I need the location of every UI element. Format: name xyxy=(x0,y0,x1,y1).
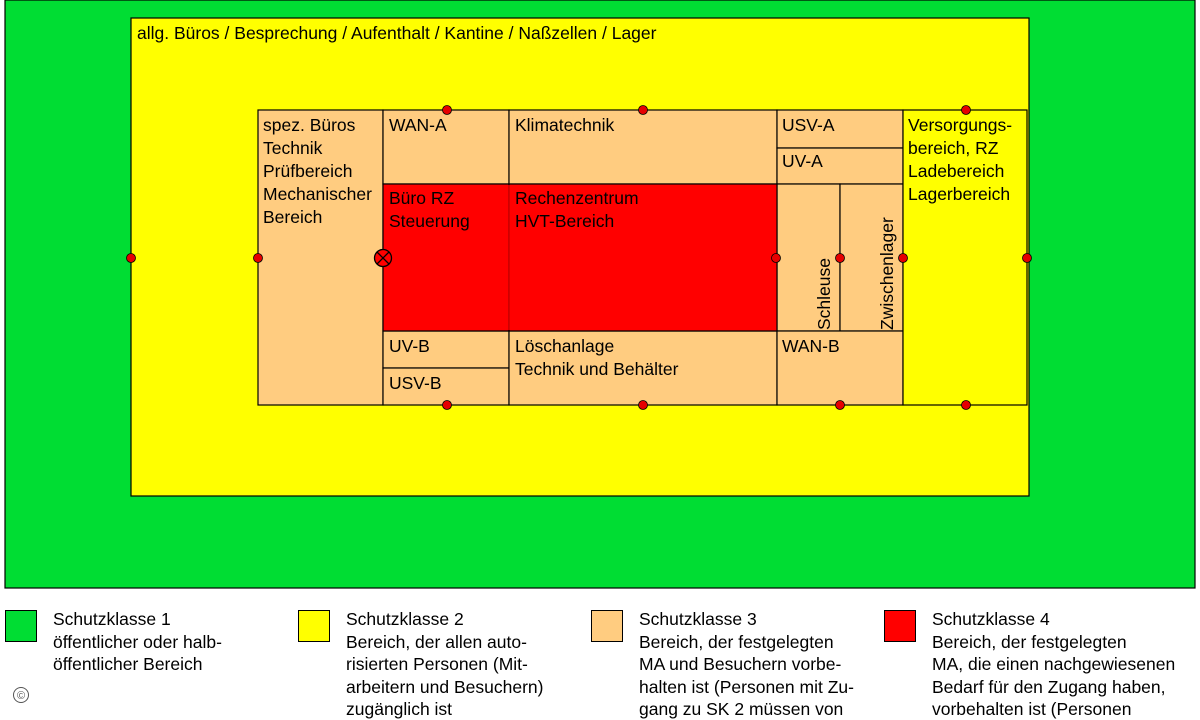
door-marker xyxy=(898,253,908,263)
legend-swatch-sk4 xyxy=(884,610,916,642)
label-wan-b: WAN-B xyxy=(782,336,840,356)
copyright-icon: © xyxy=(13,687,29,703)
door-markers xyxy=(126,105,1032,410)
door-marker xyxy=(638,400,648,410)
room-loeschanlage xyxy=(508,330,778,406)
door-marker xyxy=(442,105,452,115)
locked-door-icon xyxy=(373,248,393,268)
door-marker xyxy=(771,253,781,263)
label-zwischenlager: Zwischenlager xyxy=(877,217,897,330)
room-uv-b xyxy=(382,330,510,369)
label-usv-b: USV-B xyxy=(389,373,442,393)
door-marker xyxy=(253,253,263,263)
door-marker xyxy=(835,253,845,263)
door-marker xyxy=(442,400,452,410)
legend-description: Bereich, der festgelegten MA, die einen … xyxy=(932,631,1176,720)
room-uv-a xyxy=(776,147,904,185)
door-marker xyxy=(638,105,648,115)
legend-title: Schutzklasse 3 xyxy=(639,609,757,629)
door-marker xyxy=(961,105,971,115)
room-klimatechnik xyxy=(508,109,778,185)
legend-swatch-sk2 xyxy=(298,610,330,642)
room-spez-bueros xyxy=(257,109,384,406)
room-wan-b xyxy=(776,330,904,406)
room-usv-b xyxy=(382,367,510,406)
door-marker xyxy=(835,400,845,410)
label-wan-a: WAN-A xyxy=(389,115,447,135)
legend-item-sk2: Schutzklasse 2 Bereich, der allen auto- … xyxy=(298,608,583,720)
legend-swatch-sk1 xyxy=(5,610,37,642)
legend-description: öffentlicher oder halb- öffentlicher Ber… xyxy=(53,631,222,675)
label-schleuse: Schleuse xyxy=(814,258,834,330)
legend-title: Schutzklasse 1 xyxy=(53,609,171,629)
door-marker xyxy=(1022,253,1032,263)
legend-item-sk1: Schutzklasse 1 öffentlicher oder halb- ö… xyxy=(5,608,290,720)
label-klimatechnik: Klimatechnik xyxy=(515,115,614,135)
room-wan-a xyxy=(382,109,510,185)
label-outer: allg. Büros / Besprechung / Aufenthalt /… xyxy=(137,23,657,43)
security-zone-diagram: allg. Büros / Besprechung / Aufenthalt /… xyxy=(4,0,1196,589)
legend-item-sk4: Schutzklasse 4 Bereich, der festgelegten… xyxy=(884,608,1200,720)
label-usv-a: USV-A xyxy=(782,115,835,135)
legend-title: Schutzklasse 4 xyxy=(932,609,1050,629)
room-buero-rz xyxy=(382,183,510,332)
label-uv-b: UV-B xyxy=(389,336,430,356)
legend-item-sk3: Schutzklasse 3 Bereich, der festgelegten… xyxy=(591,608,881,720)
legend-description: Bereich, der allen auto- risierten Perso… xyxy=(346,631,544,720)
legend-description: Bereich, der festgelegten MA und Besuche… xyxy=(639,631,854,720)
door-marker xyxy=(961,400,971,410)
legend-swatch-sk3 xyxy=(591,610,623,642)
label-uv-a: UV-A xyxy=(782,151,823,171)
door-marker xyxy=(126,253,136,263)
legend-title: Schutzklasse 2 xyxy=(346,609,464,629)
